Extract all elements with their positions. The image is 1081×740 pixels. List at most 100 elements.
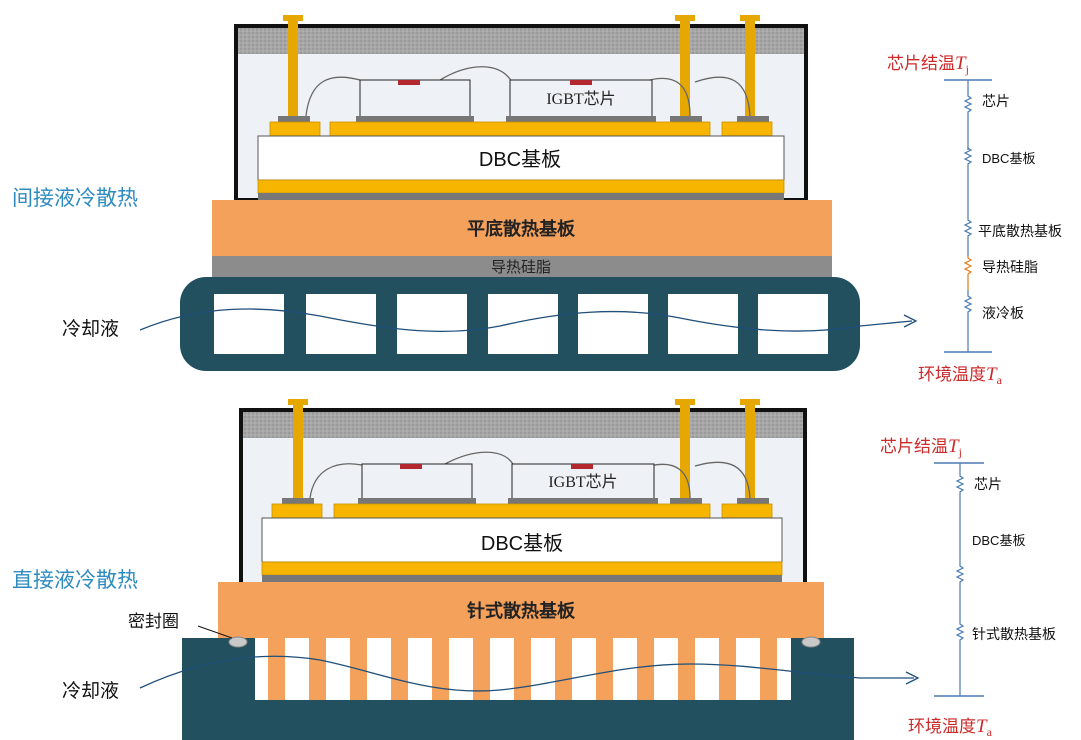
- chip-gate-mark: [570, 80, 592, 85]
- thermal-item-chip: 芯片: [974, 476, 1002, 492]
- terminal-solder: [737, 498, 769, 505]
- power-terminal-cap: [740, 399, 760, 405]
- baseplate-label: 针式散热基板: [467, 600, 576, 621]
- igbt-chip-label: IGBT芯片: [548, 473, 617, 491]
- pin-fin: [555, 638, 572, 700]
- top-copper-pad: [721, 121, 773, 137]
- seal-ring: [228, 636, 248, 648]
- coolant-flow-line: [139, 655, 914, 692]
- resistor-grease: [963, 256, 973, 290]
- dbc-label: DBC基板: [479, 148, 561, 171]
- thermal-item-dbc: DBC基板: [972, 533, 1025, 548]
- terminal-solder: [737, 116, 769, 123]
- power-terminal-pin: [680, 402, 690, 508]
- igbt-chip-label: IGBT芯片: [546, 90, 615, 108]
- bond-wire: [305, 76, 361, 117]
- pin-fin: [637, 638, 654, 700]
- dbc-label: DBC基板: [481, 532, 563, 555]
- direct-cooling-module: IGBT芯片 DBC基板 针式散热基板: [62, 399, 920, 740]
- top-copper-trace: [329, 121, 711, 137]
- top-copper-pad: [721, 503, 773, 519]
- coolant-flow-line: [139, 308, 913, 333]
- dbc-solder-layer: [258, 193, 784, 200]
- baseplate-label: 平底散热基板: [467, 218, 576, 239]
- ambient-temp-label: 环境温度Ta: [908, 716, 993, 739]
- terminal-solder: [282, 498, 314, 505]
- thermal-grease-label: 导热硅脂: [491, 259, 551, 276]
- cooling-channel: [668, 294, 738, 354]
- resistor-chip: [955, 463, 965, 530]
- pin-fin: [678, 638, 695, 700]
- power-terminal-cap: [675, 15, 695, 21]
- chip-gate-mark: [571, 464, 593, 469]
- bond-wire: [694, 76, 751, 117]
- thermal-item-baseplate: 针式散热基板: [972, 626, 1056, 642]
- bottom-copper-layer: [261, 561, 783, 576]
- indirect-cooling-module: IGBT芯片 DBC基板 平底散热基板 导热硅脂 冷却液: [62, 15, 918, 371]
- pin-fin: [596, 638, 613, 700]
- igbt-chip: [509, 79, 653, 118]
- cooling-channel: [578, 294, 648, 354]
- cooling-channel: [758, 294, 828, 354]
- power-terminal-pin: [745, 18, 755, 126]
- seal-ring: [801, 636, 821, 648]
- dbc-solder-layer: [262, 575, 782, 582]
- seal-leader-line: [197, 625, 233, 639]
- bond-wire: [439, 66, 513, 83]
- top-copper-pad: [271, 503, 323, 519]
- pin-fin: [432, 638, 449, 700]
- dbc-ceramic: [257, 135, 785, 181]
- pin-fin: [391, 638, 408, 700]
- thermal-network-indirect: 芯片结温Tj 芯片 DBC基板 平底散热基板 导热硅脂 液冷板 环境温度Ta: [887, 53, 1062, 387]
- power-terminal-pin: [293, 402, 303, 508]
- diode-chip: [359, 79, 471, 118]
- chip-solder-layer: [356, 116, 474, 123]
- junction-temp-label: 芯片结温Tj: [880, 436, 962, 459]
- terminal-solder: [278, 116, 310, 123]
- ambient-temp-label: 环境温度Ta: [918, 364, 1003, 387]
- thermal-network-direct: 芯片结温Tj 芯片 DBC基板 针式散热基板 环境温度Ta: [880, 436, 1056, 739]
- pin-fin: [514, 638, 531, 700]
- chip-gate-mark: [400, 464, 422, 469]
- resistor-cold-plate: [963, 290, 973, 352]
- bond-wire: [444, 451, 515, 467]
- coolant-label: 冷却液: [62, 318, 119, 340]
- terminal-solder: [670, 498, 702, 505]
- thermal-item-grease: 导热硅脂: [982, 259, 1038, 275]
- silicone-gel-top-layer: [243, 412, 803, 438]
- coolant-flow-arrowhead: [903, 314, 918, 328]
- bond-wire: [649, 463, 691, 499]
- terminal-solder: [670, 116, 702, 123]
- pin-fin: [473, 638, 490, 700]
- chip-solder-layer: [508, 498, 658, 505]
- coolant-label: 冷却液: [62, 680, 119, 702]
- resistor-baseplate: [955, 612, 965, 696]
- pin-fin: [268, 638, 285, 700]
- chip-gate-mark: [398, 80, 420, 85]
- bond-wire: [694, 461, 751, 499]
- top-copper-pad: [269, 121, 321, 137]
- thermal-item-dbc: DBC基板: [982, 151, 1035, 166]
- diode-chip: [361, 463, 473, 500]
- power-terminal-cap: [675, 399, 695, 405]
- thermal-item-chip: 芯片: [982, 93, 1010, 109]
- thermal-item-cold-plate: 液冷板: [982, 305, 1024, 321]
- pin-fin: [309, 638, 326, 700]
- chip-solder-layer: [506, 116, 656, 123]
- silicone-gel-top-layer: [238, 28, 804, 54]
- cooling-channel: [397, 294, 467, 354]
- pin-fin: [719, 638, 736, 700]
- resistor-dbc: [963, 146, 973, 216]
- power-terminal-pin: [680, 18, 690, 126]
- seal-label: 密封圈: [128, 612, 179, 631]
- bond-wire: [309, 463, 363, 499]
- resistor-dbc: [955, 530, 965, 612]
- resistor-chip: [963, 80, 973, 150]
- chip-solder-layer: [358, 498, 476, 505]
- indirect-cooling-title: 间接液冷散热: [12, 187, 138, 210]
- power-terminal-cap: [288, 399, 308, 405]
- pin-fins: [268, 638, 777, 700]
- direct-cooling-title: 直接液冷散热: [12, 569, 138, 592]
- coolant-flow-arrowhead: [905, 671, 920, 685]
